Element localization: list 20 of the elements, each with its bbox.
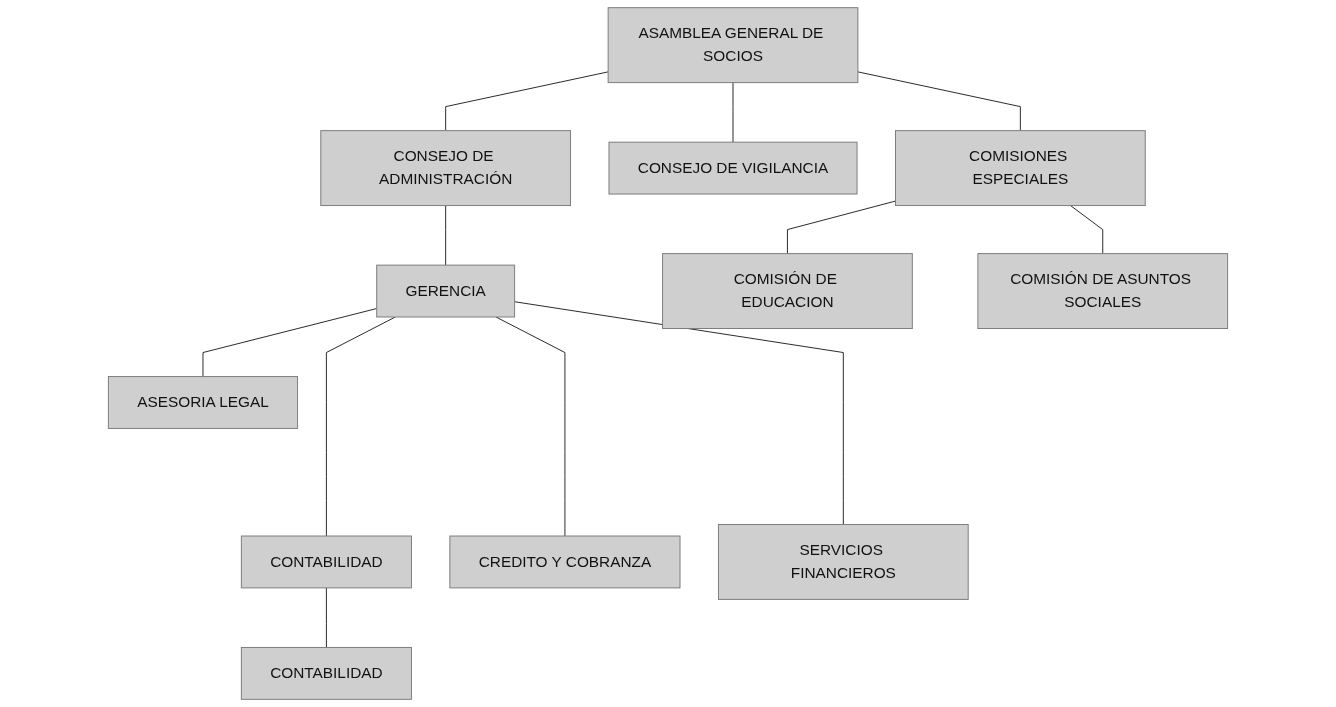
connector <box>202 308 378 378</box>
node-box: CONSEJO DE ADMINISTRACIÓN <box>320 130 571 207</box>
connector <box>857 71 1021 132</box>
connector <box>325 587 327 648</box>
connector <box>445 205 447 266</box>
node-box: CONTABILIDAD <box>240 646 412 700</box>
node-box: CONTABILIDAD <box>240 535 412 589</box>
node-box: CONSEJO DE VIGILANCIA <box>608 141 858 195</box>
node-box: SERVICIOS FINANCIEROS <box>717 524 969 600</box>
connector <box>1070 205 1104 255</box>
node-box: ASESORIA LEGAL <box>107 376 299 429</box>
node-box: GERENCIA <box>376 264 516 318</box>
connector <box>445 71 609 132</box>
node-box: CREDITO Y COBRANZA <box>449 535 681 589</box>
connector <box>514 301 844 525</box>
node-box: COMISIÓN DE EDUCACION <box>662 253 913 329</box>
node-box: COMISIÓN DE ASUNTOS SOCIALES <box>977 253 1229 329</box>
connector <box>786 200 896 255</box>
node-box: ASAMBLEA GENERAL DE SOCIOS <box>607 7 859 84</box>
node-box: COMISIONES ESPECIALES <box>895 130 1146 207</box>
